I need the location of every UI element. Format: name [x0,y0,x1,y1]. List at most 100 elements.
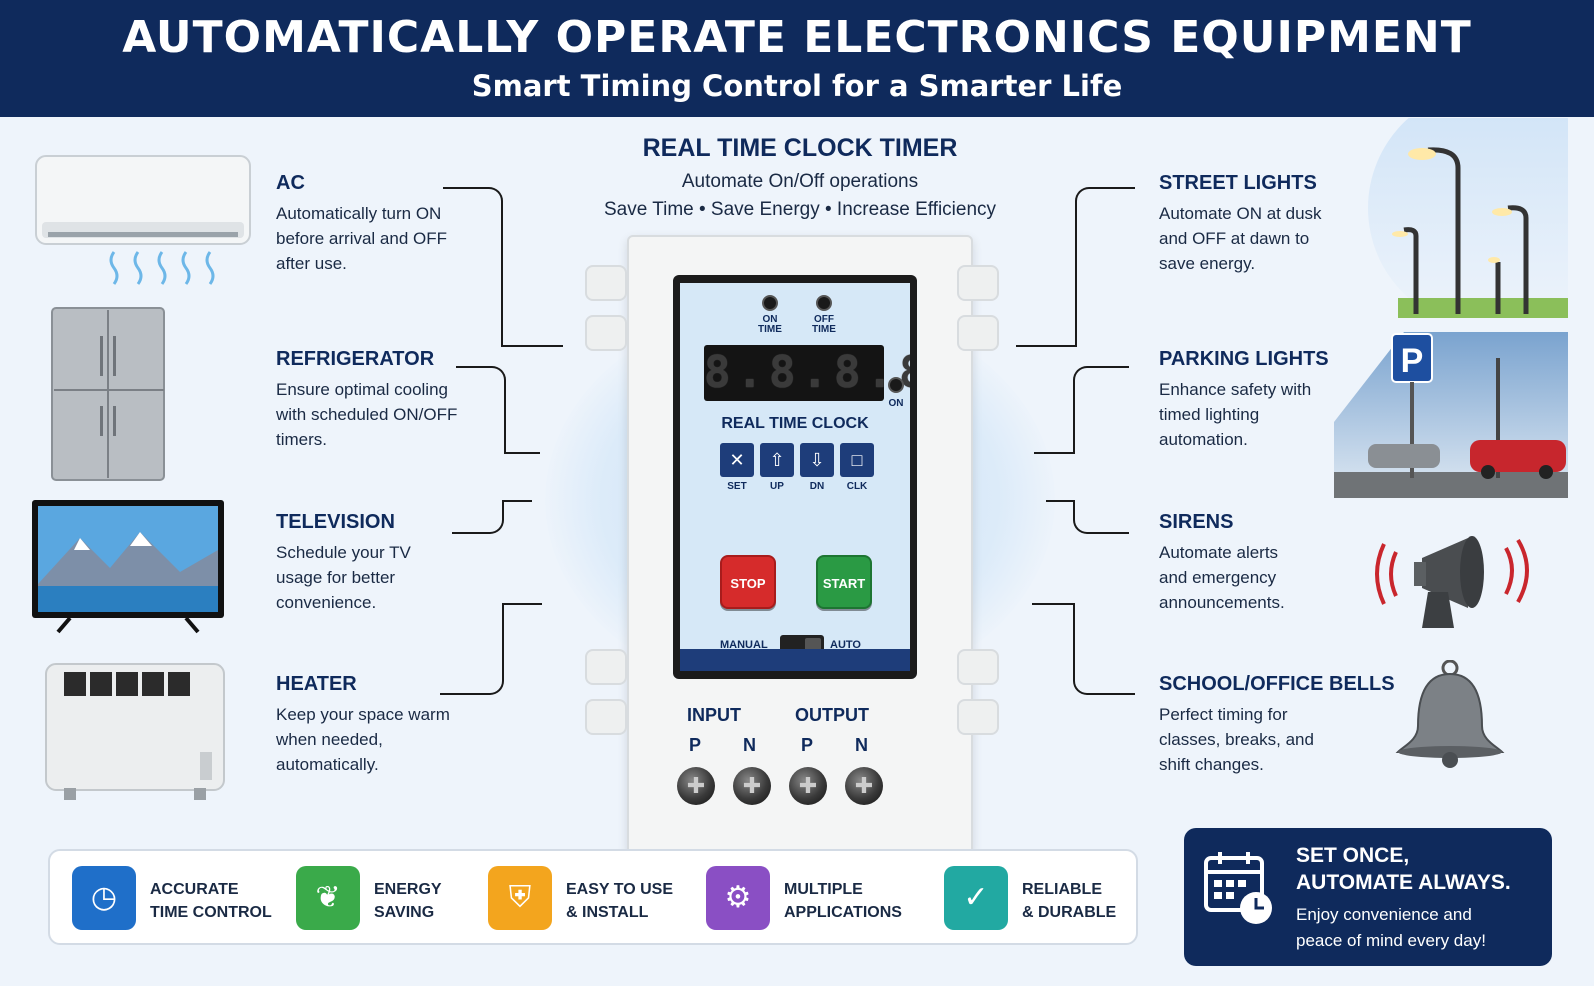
connector-line [1016,345,1077,347]
feature-description: Enhance safety with timed lighting autom… [1159,380,1312,449]
stop-button[interactable]: STOP [720,555,776,609]
rtc-timer-device: ON TIME OFF TIME 8.8.8.8 ON REAL TIME CL… [585,235,999,855]
terminal-screw: ✚ [845,767,883,805]
start-button[interactable]: START [816,555,872,609]
feature-street-lights: STREET LIGHTS Automate ON at dusk and OF… [1159,172,1419,276]
mounting-ear [585,315,627,351]
mounting-ear [957,315,999,351]
down-button[interactable]: ⇩ [800,443,834,477]
benefit-line: MULTIPLE [784,881,863,898]
calendar-clock-icon [1204,852,1272,924]
benefit-line: ACCURATE [150,881,239,898]
benefit-text: EASY TO USE & INSTALL [566,878,706,924]
mounting-ear [957,699,999,735]
feature-ac: AC Automatically turn ON before arrival … [276,172,536,276]
cta-headline: SET ONCE, AUTOMATE ALWAYS. [1296,842,1511,896]
header-banner: AUTOMATICALLY OPERATE ELECTRONICS EQUIPM… [0,0,1594,117]
air-conditioner-icon [35,155,251,285]
connector-line [1032,603,1075,605]
up-button[interactable]: ⇧ [760,443,794,477]
on-time-label: ON TIME [758,314,782,335]
cta-sub-line: Enjoy convenience and [1296,905,1472,924]
mounting-ear [957,649,999,685]
manual-label: MANUAL [720,639,768,651]
benefit-line: APPLICATIONS [784,904,902,921]
terminal-label: N [855,735,868,755]
bell-icon [1395,660,1505,768]
connector-line [1046,500,1075,502]
feature-sirens: SIRENS Automate alerts and emergency ann… [1159,511,1419,615]
feature-description: Automate ON at dusk and OFF at dawn to s… [1159,204,1322,273]
shield-check-icon: ✓ [944,866,1008,930]
down-key-label: DN [809,481,825,492]
benefit-text: MULTIPLE APPLICATIONS [784,878,924,924]
siren-icon [1375,536,1529,628]
television-icon [32,500,224,634]
product-title: REAL TIME CLOCK TIMER [642,134,958,162]
cta-subtext: Enjoy convenience and peace of mind ever… [1296,902,1536,954]
on-indicator-label: ON [888,398,904,409]
on-time-led [762,295,778,311]
benefit-line: & DURABLE [1022,904,1117,921]
feature-description: Automatically turn ON before arrival and… [276,204,448,273]
feature-heater: HEATER Keep your space warm when needed,… [276,673,536,777]
connector-line [504,452,540,454]
feature-title: PARKING LIGHTS [1159,348,1329,370]
parking-icon: P [1334,332,1568,498]
off-time-label: OFF TIME [812,314,836,335]
feature-refrigerator: REFRIGERATOR Ensure optimal cooling with… [276,348,536,452]
connector-line [1073,366,1129,454]
feature-parking-lights: PARKING LIGHTS Enhance safety with timed… [1159,348,1419,452]
panel-stripe [680,649,910,671]
connector-line [1075,187,1135,347]
clock-icon: ◷ [72,866,136,930]
cta-headline-line: AUTOMATE ALWAYS. [1296,871,1511,894]
control-panel-face: ON TIME OFF TIME 8.8.8.8 ON REAL TIME CL… [680,283,910,671]
cta-headline-line: SET ONCE, [1296,844,1410,867]
connector-line [440,603,504,695]
benefit-line: EASY TO USE [566,881,673,898]
connector-line [1034,452,1075,454]
main-title: AUTOMATICALLY OPERATE ELECTRONICS EQUIPM… [122,12,1472,63]
square-icon: □ [851,450,863,470]
connector-line [502,500,532,502]
input-label: INPUT [687,705,741,725]
connector-line [502,603,542,605]
feature-title: AC [276,172,305,194]
terminal-screw: ✚ [789,767,827,805]
feature-title: REFRIGERATOR [276,348,435,370]
seven-segment-display: 8.8.8.8 [704,345,910,401]
benefit-line: TIME CONTROL [150,904,272,921]
svg-text:P: P [1401,342,1424,380]
heater-icon [45,663,225,800]
clock-button[interactable]: □ [840,443,874,477]
clock-key-label: CLK [846,481,868,492]
feature-title: HEATER [276,673,357,695]
main-subtitle: Smart Timing Control for a Smarter Life [471,69,1123,103]
set-key-label: SET [727,481,747,492]
set-button[interactable]: ✕ [720,443,754,477]
mounting-ear [957,265,999,301]
feature-description: Keep your space warm when needed, automa… [276,705,450,774]
benefit-text: RELIABLE & DURABLE [1022,878,1162,924]
control-panel: ON TIME OFF TIME 8.8.8.8 ON REAL TIME CL… [673,275,917,679]
benefits-bar: ◷ ACCURATE TIME CONTROL ❦ ENERGY SAVING … [48,849,1138,945]
feature-television: TELEVISION Schedule your TV usage for be… [276,511,536,615]
output-label: OUTPUT [795,705,869,725]
rtc-label: REAL TIME CLOCK [721,415,869,432]
terminal-screw: ✚ [733,767,771,805]
mounting-ear [585,265,627,301]
terminal-label: P [801,735,814,755]
mounting-ear [585,649,627,685]
center-title-block: REAL TIME CLOCK TIMER Automate On/Off op… [560,134,1040,221]
mounting-ear [585,699,627,735]
benefit-line: ENERGY [374,881,442,898]
feature-title: STREET LIGHTS [1159,172,1317,194]
benefit-line: SAVING [374,904,435,921]
down-arrow-icon: ⇩ [809,450,825,470]
benefit-text: ENERGY SAVING [374,878,514,924]
connector-line [452,500,504,534]
feature-description: Ensure optimal cooling with scheduled ON… [276,380,458,449]
wrench-screwdriver-icon: ✕ [729,450,745,470]
switch-knob [805,638,821,652]
